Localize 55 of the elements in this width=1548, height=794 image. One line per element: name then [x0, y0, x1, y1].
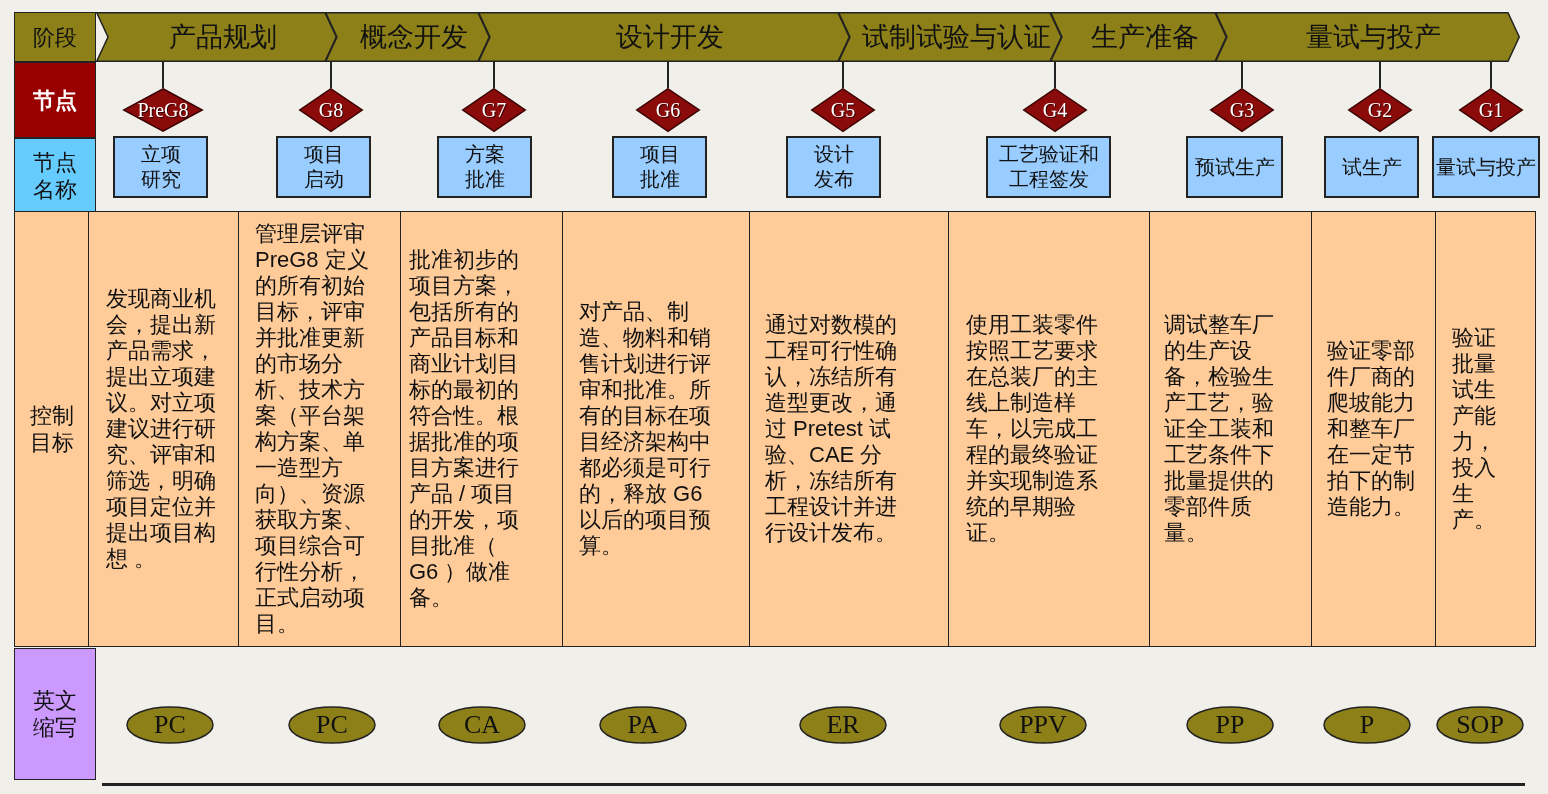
- connector-line: [1054, 61, 1056, 89]
- gate-name-box: 立项研究: [113, 136, 208, 198]
- gate-name-box: 项目启动: [276, 136, 371, 198]
- connector-line: [330, 61, 332, 89]
- row-header: 节点名称: [14, 138, 96, 213]
- abbreviation-ellipse: PC: [288, 706, 376, 744]
- gate-diamond: G3: [1210, 88, 1274, 132]
- stage-band: 试制试验与认证: [838, 12, 1062, 62]
- abbreviation-ellipse: PP: [1186, 706, 1274, 744]
- gate-diamond: G1: [1459, 88, 1523, 132]
- gate-diamond: G2: [1348, 88, 1412, 132]
- abbreviation-ellipse: ER: [799, 706, 887, 744]
- gate-name-box: 项目批准: [612, 136, 707, 198]
- connector-line: [493, 61, 495, 89]
- connector-line: [162, 61, 164, 89]
- connector-line: [1241, 61, 1243, 89]
- abbreviation-ellipse: CA: [438, 706, 526, 744]
- gate-name-box: 预试生产: [1186, 136, 1283, 198]
- gate-diamond: G8: [299, 88, 363, 132]
- gate-diamond: G6: [636, 88, 700, 132]
- description-cell: 验证批量试生产能力，投入生产。: [1435, 211, 1536, 647]
- abbreviation-ellipse: PC: [126, 706, 214, 744]
- connector-line: [1379, 61, 1381, 89]
- gate-name-box: 设计发布: [786, 136, 881, 198]
- stage-band: 量试与投产: [1215, 12, 1520, 62]
- stage-band: 产品规划: [96, 12, 337, 62]
- abbreviation-ellipse: SOP: [1436, 706, 1524, 744]
- gate-name-box: 工艺验证和工程签发: [986, 136, 1111, 198]
- connector-line: [842, 61, 844, 89]
- stage-band: 生产准备: [1050, 12, 1227, 62]
- description-cell: 批准初步的项目方案，包括所有的产品目标和商业计划目标的最初的符合性。根据批准的项目方案进行产品 / 项目的开发，项目批准（ G6 ）做准备。: [400, 211, 563, 647]
- connector-line: [667, 61, 669, 89]
- row-header: 阶段: [14, 12, 96, 62]
- abbreviation-ellipse: PPV: [999, 706, 1087, 744]
- gate-name-box: 量试与投产: [1432, 136, 1540, 198]
- row-header: 控制目标: [14, 211, 89, 647]
- description-cell: 发现商业机会，提出新产品需求，提出立项建议。对立项建议进行研究、评审和筛选，明确项目定位并提出项目构想 。: [88, 211, 239, 647]
- abbreviation-ellipse: PA: [599, 706, 687, 744]
- row-header: 英文缩写: [14, 648, 96, 780]
- description-cell: 调试整车厂的生产设备，检验生产工艺，验证全工装和工艺条件下批量提供的零部件质量。: [1149, 211, 1312, 647]
- description-cell: 验证零部件厂商的爬坡能力和整车厂在一定节拍下的制造能力。: [1311, 211, 1436, 647]
- gate-diamond: PreG8: [123, 88, 203, 132]
- abbreviation-ellipse: P: [1323, 706, 1411, 744]
- stage-band: 概念开发: [325, 12, 490, 62]
- gate-diamond: G7: [462, 88, 526, 132]
- connector-line: [1490, 61, 1492, 89]
- gate-diamond: G4: [1023, 88, 1087, 132]
- description-cell: 使用工装零件按照工艺要求在总装厂的主线上制造样车，以完成工程的最终验证并实现制造系统的早期验证。: [948, 211, 1150, 647]
- gate-name-box: 方案批准: [437, 136, 532, 198]
- description-cell: 管理层评审PreG8 定义的所有初始目标，评审并批准更新的市场分析、技术方案（平台架构方案、单一造型方向）、资源获取方案、项目综合可行性分析，正式启动项目。: [238, 211, 401, 647]
- gate-name-box: 试生产: [1324, 136, 1419, 198]
- description-cell: 通过对数模的工程可行性确认，冻结所有造型更改，通过 Pretest 试验、CAE 分析，冻结所有工程设计并进行设计发布。: [749, 211, 949, 647]
- description-cell: 对产品、制造、物料和销售计划进行评审和批准。所有的目标在项目经济架构中都必须是可行的，释放 G6 以后的项目预算。: [562, 211, 750, 647]
- row-header: 节点: [14, 62, 96, 138]
- gate-diamond: G5: [811, 88, 875, 132]
